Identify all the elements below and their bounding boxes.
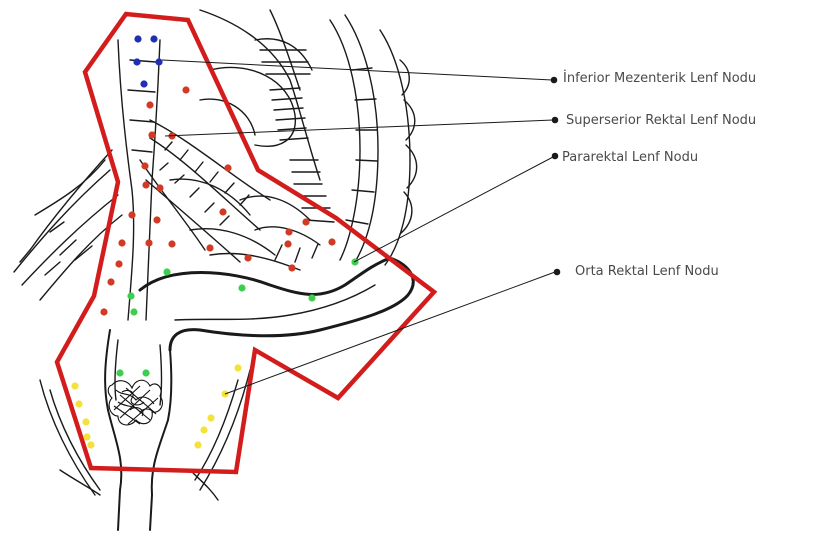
superior-rectal-node-dot bbox=[107, 278, 114, 285]
superior-rectal-node-dot bbox=[141, 162, 148, 169]
middle-rectal-node-dot bbox=[71, 382, 78, 389]
superior-rectal-node-dot bbox=[142, 181, 149, 188]
leader-dot-superior-rectal bbox=[552, 117, 558, 123]
superior-rectal-node-dot bbox=[284, 240, 291, 247]
superior-rectal-node-dot bbox=[328, 238, 335, 245]
middle-rectal-node-dot bbox=[87, 441, 94, 448]
middle-rectal-node-dot bbox=[83, 433, 90, 440]
middle-rectal-node-dot bbox=[82, 418, 89, 425]
superior-rectal-node-dot bbox=[182, 86, 189, 93]
superior-rectal-node-dot bbox=[128, 211, 135, 218]
leader-line-pararectal bbox=[354, 157, 553, 262]
leader-line-middle-rectal bbox=[225, 272, 555, 394]
superior-rectal-node-dot bbox=[302, 218, 309, 225]
superior-rectal-node-dot bbox=[118, 239, 125, 246]
leader-lines bbox=[162, 60, 560, 394]
pararectal-node-dot bbox=[130, 308, 137, 315]
pararectal-node-dot bbox=[142, 369, 149, 376]
superior-rectal-node-dot bbox=[153, 216, 160, 223]
leader-line-inferior-mesenteric bbox=[162, 60, 552, 80]
leader-dot-inferior-mesenteric bbox=[551, 77, 557, 83]
label-inferior-mesenteric-node: İnferior Mezenterik Lenf Nodu bbox=[563, 71, 756, 87]
superior-rectal-node-dot bbox=[288, 264, 295, 271]
superior-rectal-node-dot bbox=[100, 308, 107, 315]
label-superior-rectal-node: Superserior Rektal Lenf Nodu bbox=[566, 113, 756, 129]
superior-rectal-node-dot bbox=[148, 131, 155, 138]
anatomy-sketch bbox=[14, 10, 417, 530]
inferior-mesenteric-node-dot bbox=[150, 35, 157, 42]
middle-rectal-node-dot bbox=[194, 441, 201, 448]
superior-rectal-node-dot bbox=[146, 101, 153, 108]
middle-rectal-node-dot bbox=[234, 364, 241, 371]
superior-rectal-node-dot bbox=[285, 228, 292, 235]
label-pararectal-node: Pararektal Lenf Nodu bbox=[562, 150, 698, 166]
lymphatic-boundary-outline bbox=[57, 14, 434, 472]
inferior-mesenteric-node-dot bbox=[133, 58, 140, 65]
inferior-mesenteric-node-dot bbox=[134, 35, 141, 42]
superior-rectal-node-dot bbox=[168, 240, 175, 247]
leader-dot-middle-rectal bbox=[554, 269, 560, 275]
pararectal-node-dot bbox=[116, 369, 123, 376]
superior-rectal-node-dot bbox=[145, 239, 152, 246]
label-middle-rectal-node: Orta Rektal Lenf Nodu bbox=[575, 264, 719, 280]
superior-rectal-node-dot bbox=[115, 260, 122, 267]
middle-rectal-nodes bbox=[71, 364, 241, 448]
middle-rectal-node-dot bbox=[75, 400, 82, 407]
inferior-mesenteric-node-dot bbox=[140, 80, 147, 87]
pararectal-node-dot bbox=[238, 284, 245, 291]
superior-rectal-node-dot bbox=[224, 164, 231, 171]
inferior-mesenteric-node-dot bbox=[155, 58, 162, 65]
pararectal-node-dot bbox=[308, 294, 315, 301]
pararectal-node-dot bbox=[127, 292, 134, 299]
superior-rectal-node-dot bbox=[156, 184, 163, 191]
middle-rectal-node-dot bbox=[207, 414, 214, 421]
leader-dot-pararectal bbox=[552, 153, 558, 159]
superior-rectal-node-dot bbox=[244, 254, 251, 261]
superior-rectal-node-dot bbox=[206, 244, 213, 251]
anal-canal-scribble bbox=[108, 380, 162, 425]
middle-rectal-node-dot bbox=[200, 426, 207, 433]
superior-rectal-node-dot bbox=[219, 208, 226, 215]
pararectal-node-dot bbox=[163, 268, 170, 275]
